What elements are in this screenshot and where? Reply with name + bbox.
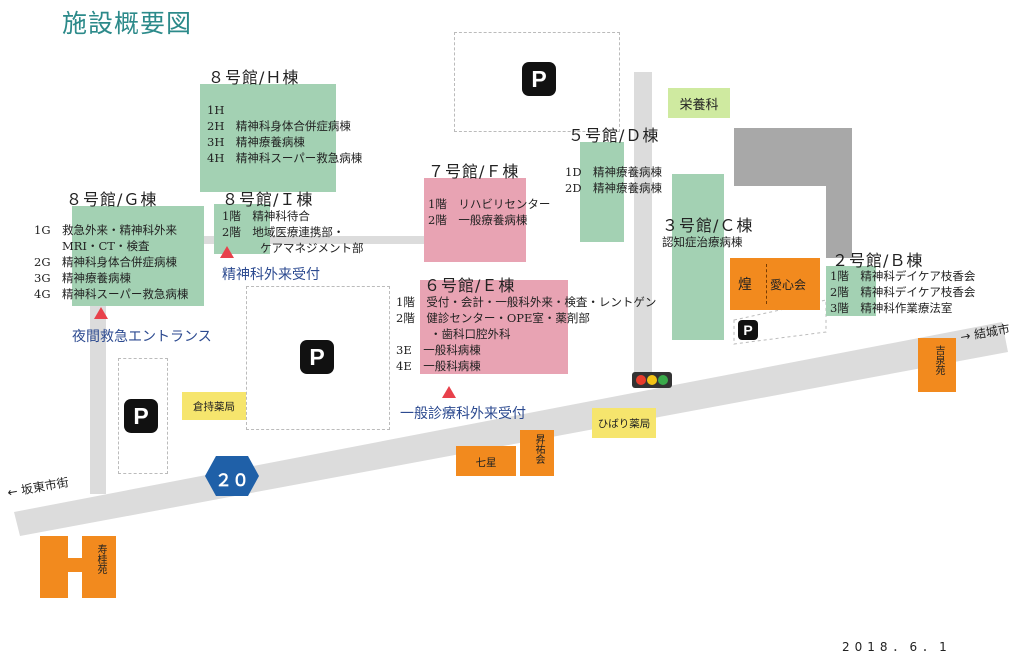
building-e-heading: ６号館/Ｅ棟 — [424, 276, 516, 295]
building-i-heading: ８号館/Ｉ棟 — [222, 190, 314, 209]
psych-reception-label: 精神科外来受付 — [222, 267, 320, 283]
nanahoshi-building — [456, 446, 516, 476]
floor-line: 2階 精神科デイケア枝香会 — [830, 285, 976, 299]
ko-aishinkai-building — [730, 258, 820, 310]
route-number: ２０ — [215, 471, 249, 491]
psych-reception-marker — [220, 246, 234, 258]
night-emergency-label: 夜間救急エントランス — [72, 329, 212, 345]
kichisen-label: 吉泉苑 — [933, 345, 944, 375]
building-i — [214, 204, 270, 254]
parking-icon-central: P — [300, 340, 334, 374]
building-b-heading: ２号館/Ｂ棟 — [832, 251, 924, 270]
building-d-floors: 1D 精神療養病棟 2D 精神療養病棟 — [565, 164, 662, 196]
hibari-pharmacy-label: ひばり薬局 — [597, 418, 651, 430]
shoyukai-label: 昇祐会 — [533, 434, 544, 464]
floor-line: 3G 精神療養病棟 — [34, 271, 132, 285]
night-emergency-marker — [94, 307, 108, 319]
kuramochi-pharmacy — [182, 392, 246, 420]
central-access-road — [634, 72, 652, 384]
jukei-building-right — [82, 536, 116, 598]
building-c-floors: 認知症治療病棟 — [662, 234, 743, 250]
floor-line: 2階 地域医療連携部・ — [222, 225, 345, 239]
floor-line: 4G 精神科スーパー救急病棟 — [34, 287, 189, 301]
building-g-heading: ８号館/Ｇ棟 — [66, 190, 158, 209]
parking-icon-east: P — [738, 320, 758, 340]
floor-line: ケアマネジメント部 — [260, 241, 364, 255]
traffic-light — [632, 372, 672, 388]
route-20-marker — [205, 456, 259, 496]
building-e — [420, 280, 568, 374]
aishinkai-label: 愛心会 — [770, 278, 807, 292]
ko-label: 煌 — [738, 277, 752, 293]
shoyukai-building — [520, 430, 554, 476]
building-e-floors: 1階 受付・会計・一般科外来・検査・レントゲン 2階 健診センター・OPE室・薬… — [396, 294, 656, 374]
jukei-label: 寿桂苑 — [95, 544, 106, 574]
connecting-walkway — [200, 236, 432, 244]
floor-line: 2G 精神科身体合併症病棟 — [34, 255, 178, 269]
building-f — [424, 178, 526, 262]
floor-line: 2H 精神科身体合併症病棟 — [207, 119, 351, 133]
building-g — [72, 206, 204, 306]
parking-icon-north: P — [522, 62, 556, 96]
building-h — [200, 84, 336, 192]
hibari-pharmacy — [592, 408, 656, 438]
building-b — [826, 266, 876, 316]
floor-line: 1階 リハビリセンター — [428, 197, 551, 211]
parking-icon-west: P — [124, 399, 158, 433]
central-parking-lot — [246, 286, 390, 430]
date-label: 2018．6．1 — [842, 640, 952, 654]
floor-line: 2階 一般療養病棟 — [428, 213, 528, 227]
floor-line: 2階 健診センター・OPE室・薬剤部 — [396, 311, 590, 325]
floor-line: 3E 一般科病棟 — [396, 343, 481, 357]
building-f-heading: ７号館/Ｆ棟 — [428, 162, 520, 181]
floor-line: 1D 精神療養病棟 — [565, 165, 663, 179]
north-parking-lot — [454, 32, 620, 132]
floor-line: 4H 精神科スーパー救急病棟 — [207, 151, 363, 165]
building-divider — [766, 264, 767, 304]
floor-line: 認知症治療病棟 — [662, 235, 743, 249]
map-title: 施設概要図 — [62, 9, 193, 38]
building-d-heading: ５号館/Ｄ棟 — [568, 126, 660, 145]
building-c — [672, 174, 724, 340]
floor-line: 4E 一般科病棟 — [396, 359, 481, 373]
c-building-path — [734, 128, 852, 258]
west-parking-lot — [118, 358, 168, 474]
building-b-floors: 1階 精神科デイケア枝香会 2階 精神科デイケア枝香会 3階 精神科作業療法室 — [830, 268, 975, 316]
nutrition-department — [668, 88, 730, 118]
floor-line: 3階 精神科作業療法室 — [830, 301, 953, 315]
building-h-floors: 1H 2H 精神科身体合併症病棟 3H 精神療養病棟 4H 精神科スーパー救急病… — [207, 102, 362, 166]
kuramochi-pharmacy-label: 倉持薬局 — [193, 401, 235, 413]
floor-line: 1階 受付・会計・一般科外来・検査・レントゲン — [396, 295, 657, 309]
building-c-heading: ３号館/Ｃ棟 — [662, 216, 754, 235]
floor-line: ・歯科口腔外科 — [430, 327, 511, 341]
nutrition-label: 栄養科 — [679, 98, 719, 113]
nanahoshi-label: 七星 — [475, 457, 497, 469]
floor-line: 1H — [207, 103, 225, 117]
jukei-building-bridge — [68, 558, 82, 572]
floor-line: 1階 精神科待合 — [222, 209, 310, 223]
floor-line: MRI・CT・検査 — [62, 239, 150, 253]
floor-line: 1G 救急外来・精神科外来 — [34, 223, 178, 237]
general-reception-label: 一般診療科外来受付 — [400, 406, 526, 422]
kichisen-building — [918, 338, 956, 392]
floor-line: 3H 精神療養病棟 — [207, 135, 305, 149]
floor-line: 2D 精神療養病棟 — [565, 181, 663, 195]
main-road — [14, 322, 1008, 536]
west-access-road — [90, 300, 106, 494]
building-f-floors: 1階 リハビリセンター 2階 一般療養病棟 — [428, 196, 550, 228]
building-h-heading: ８号館/Ｈ棟 — [208, 68, 300, 87]
building-i-floors: 1階 精神科待合 2階 地域医療連携部・ ケアマネジメント部 — [222, 208, 364, 256]
general-reception-marker — [442, 386, 456, 398]
jukei-building-left — [40, 536, 68, 598]
floor-line: 1階 精神科デイケア枝香会 — [830, 269, 976, 283]
building-g-floors: 1G 救急外来・精神科外来 MRI・CT・検査 2G 精神科身体合併症病棟 3G… — [34, 222, 188, 302]
building-d — [580, 142, 624, 242]
